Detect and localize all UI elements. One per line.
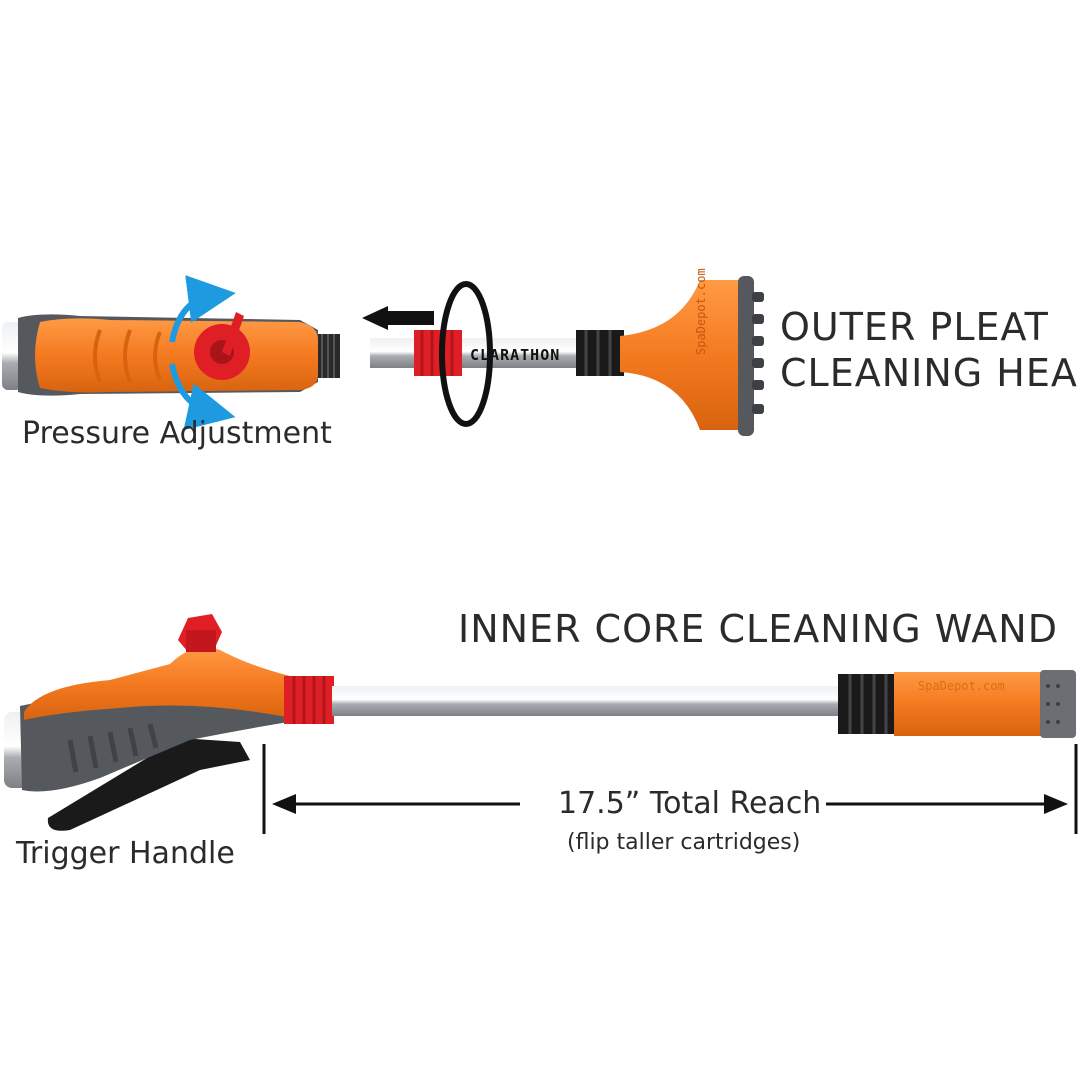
trigger-lever: [47, 738, 250, 831]
inner-core-wand: SpaDepot.com: [4, 614, 1076, 831]
rotate-arrow-icon: [169, 363, 236, 431]
pressure-handle: [2, 275, 340, 431]
outer-head-title-line1: OUTER PLEAT: [780, 305, 1049, 349]
outer-pleat-head: CLARATHON SpaDepot.com: [362, 268, 764, 436]
pressure-label: Pressure Adjustment: [22, 416, 332, 451]
outer-head-title-line2: CLEANING HEAD: [780, 351, 1080, 395]
reach-dimension: [262, 744, 1078, 834]
arrow-left-icon: [272, 794, 296, 814]
inner-wand-title: INNER CORE CLEANING WAND: [458, 607, 1058, 651]
reach-label: 17.5” Total Reach: [558, 786, 822, 821]
url-mark: SpaDepot.com: [694, 268, 708, 355]
trigger-label: Trigger Handle: [16, 836, 235, 871]
brand-mark: CLARATHON: [470, 346, 560, 364]
outer-head-title: OUTER PLEAT CLEANING HEAD: [780, 304, 1080, 396]
reach-note: (flip taller cartridges): [567, 830, 801, 855]
arrow-right-icon: [1044, 794, 1068, 814]
rotate-arrow-icon: [439, 281, 493, 427]
url-mark: SpaDepot.com: [918, 679, 1005, 693]
rotate-arrow-icon: [169, 275, 236, 343]
